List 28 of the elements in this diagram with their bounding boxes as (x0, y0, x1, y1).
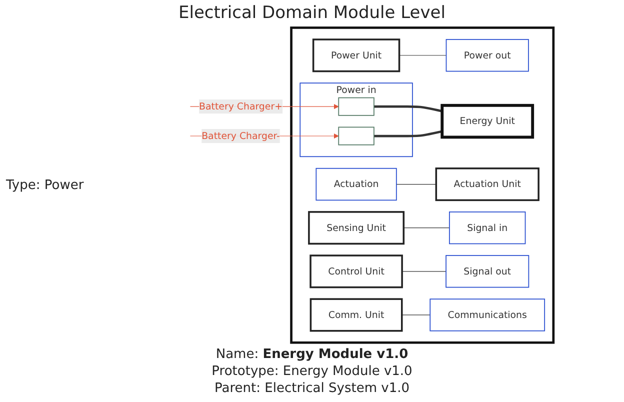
node-box (338, 97, 374, 116)
node-box: Actuation (315, 168, 397, 201)
connector (374, 130, 442, 138)
connector (401, 271, 446, 272)
cluster (290, 26, 554, 344)
node-box (338, 126, 374, 146)
node-box: Signal in (448, 212, 526, 244)
node-box: Signal out (445, 255, 529, 288)
module-info-text: Parent: Electrical System v1.0 (214, 381, 410, 398)
edge-label: Battery Charger+ (198, 100, 282, 112)
node-box: Power Unit (312, 38, 400, 72)
connector (401, 314, 430, 316)
module-info-text: Prototype: Energy Module v1.0 (212, 364, 412, 382)
edge-label: Battery Charger- (201, 130, 280, 142)
type-note: Type: Power (6, 178, 84, 193)
connector (374, 105, 442, 112)
node-box: Sensing Unit (308, 211, 404, 245)
node-box: Comm. Unit (310, 298, 402, 332)
node-box: Actuation Unit (434, 168, 540, 202)
connector (398, 55, 446, 56)
diagram-title: Electrical Domain Module Level (178, 3, 446, 23)
node-box: Energy Unit (440, 104, 534, 139)
node-box: Communications (429, 298, 545, 332)
connector (396, 184, 436, 185)
node-box: Power out (446, 39, 529, 72)
cluster: Power in (299, 82, 413, 158)
node-box: Control Unit (309, 254, 403, 288)
module-info-text: Name: Energy Module v1.0 (214, 347, 410, 364)
